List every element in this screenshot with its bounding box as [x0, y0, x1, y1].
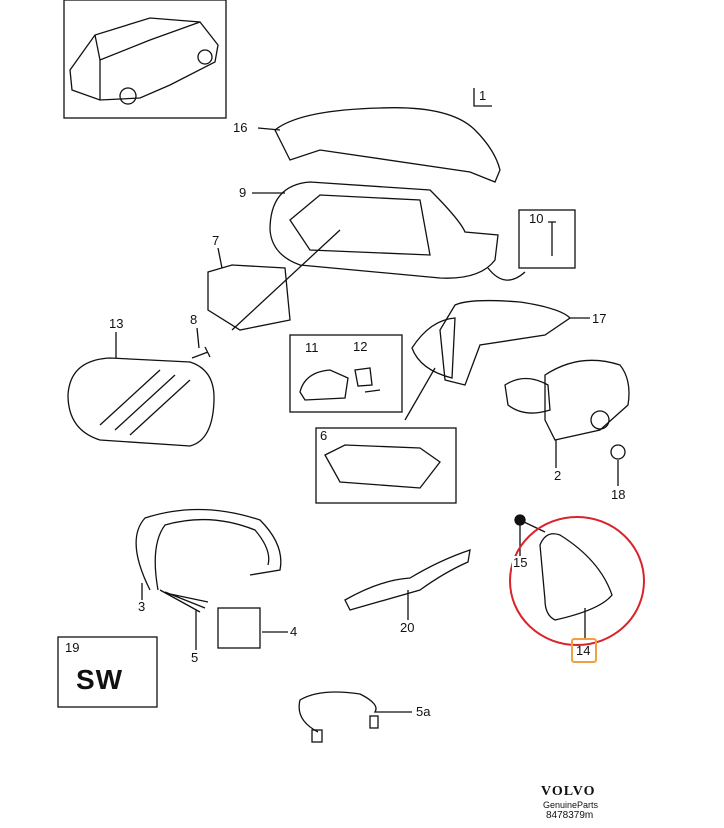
callout-5: 5	[190, 650, 200, 665]
part-11-12-box	[289, 334, 403, 413]
highlight-circle	[509, 516, 645, 646]
part-8-screw	[191, 346, 211, 359]
part-20-seal	[344, 549, 471, 611]
part-14-mirror-cap	[539, 533, 613, 621]
callout-1: 1	[478, 88, 488, 103]
part-5a-cable	[298, 691, 412, 733]
highlight-box	[571, 638, 597, 663]
callout-7: 7	[211, 233, 221, 248]
callout-19: 19	[64, 640, 81, 655]
part-10-box	[518, 209, 576, 269]
vehicle-icon	[69, 17, 219, 105]
part-6-box	[315, 427, 457, 504]
part-9-housing	[269, 181, 499, 279]
brand-tagline: GenuineParts	[543, 800, 599, 810]
callout-5a: 5a	[415, 704, 432, 719]
callout-20: 20	[399, 620, 416, 635]
callout-14: 14	[576, 643, 591, 658]
callout-18: 18	[610, 487, 627, 502]
part-17-holder	[439, 299, 572, 386]
variant-code: SW	[76, 664, 124, 695]
part-13-glass	[67, 357, 215, 447]
callout-16: 16	[232, 120, 249, 135]
part-2-base	[544, 359, 630, 441]
part-7-motor	[207, 264, 291, 331]
callout-8: 8	[189, 312, 199, 327]
callout-10: 10	[528, 211, 545, 226]
callout-3: 3	[137, 599, 147, 614]
callout-2: 2	[553, 468, 563, 483]
callout-17: 17	[591, 311, 608, 326]
arrow	[487, 267, 526, 281]
callout-15: 15	[512, 555, 529, 570]
part-3-harness	[135, 508, 282, 591]
callout-4: 4	[289, 624, 299, 639]
callout-13: 13	[108, 316, 125, 331]
vehicle-thumbnail-frame	[63, 0, 227, 119]
drawing-number: 8478379m	[546, 810, 594, 821]
brand-logo: VOLVO	[541, 784, 596, 799]
callout-9: 9	[238, 185, 248, 200]
part-19-box	[57, 636, 158, 708]
part-15-nut	[514, 514, 526, 526]
arrow	[404, 367, 436, 421]
callout-12: 12	[352, 339, 369, 354]
part-16-cover	[274, 107, 501, 183]
assembly-bracket	[473, 88, 492, 107]
callout-11: 11	[304, 340, 320, 355]
part-18-nut	[610, 444, 626, 460]
callout-6: 6	[319, 428, 329, 443]
part-4-connector	[217, 607, 261, 649]
